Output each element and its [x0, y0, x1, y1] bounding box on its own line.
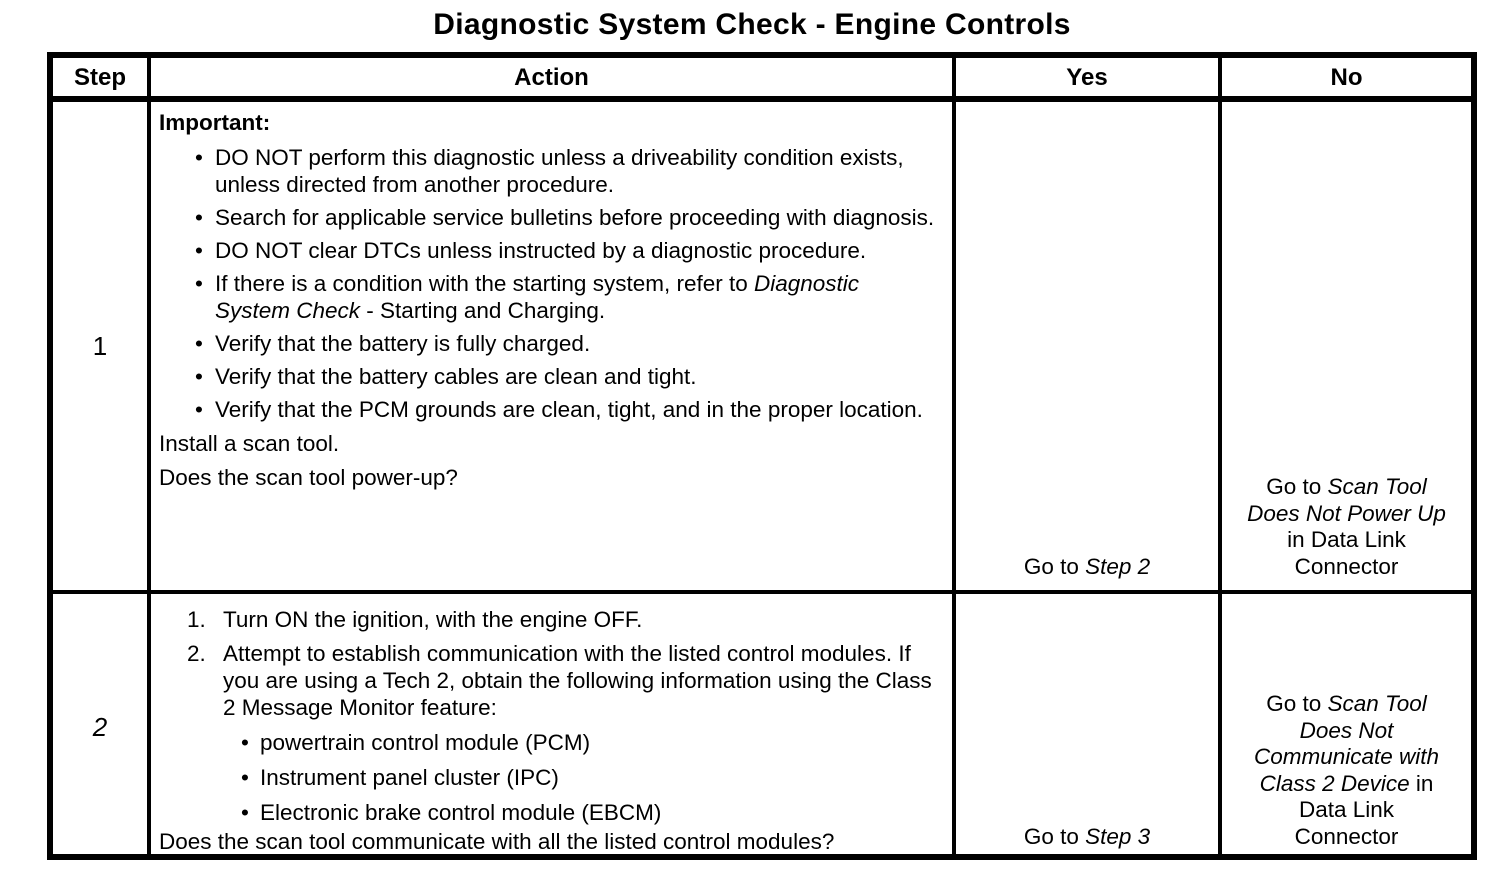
no-line: Communicate with	[1253, 744, 1440, 769]
row1-action-cell: Important: • DO NOT perform this diagnos…	[151, 102, 956, 594]
goto-text: in	[1409, 770, 1434, 796]
no-line: Class 2 Device in	[1227, 771, 1467, 798]
step-number-1: 1	[53, 102, 151, 594]
goto-target: Scan Tool	[1327, 474, 1427, 499]
row1-bullet-list: • DO NOT perform this diagnostic unless …	[159, 138, 936, 423]
bullet-icon: •	[241, 800, 249, 825]
bullet-icon: •	[195, 364, 203, 389]
row2-question: Does the scan tool communicate with all …	[159, 829, 835, 854]
item-number: 2.	[187, 641, 206, 666]
numbered-item: 1. Turn ON the ignition, with the engine…	[159, 606, 936, 633]
no-line: Go to Scan Tool	[1227, 691, 1467, 718]
goto-text: Go to	[1266, 691, 1328, 716]
goto-target: Step 2	[1085, 554, 1151, 579]
numbered-item: 2. Attempt to establish communication wi…	[159, 640, 936, 828]
bullet-text: Verify that the battery cables are clean…	[215, 364, 697, 389]
module-item: • Instrument panel cluster (IPC)	[223, 764, 936, 791]
bullet-text: Verify that the PCM grounds are clean, t…	[215, 397, 923, 422]
bullet-text: Verify that the battery is fully charged…	[215, 331, 591, 356]
page-title: Diagnostic System Check - Engine Control…	[433, 8, 1071, 41]
module-text: Instrument panel cluster (IPC)	[260, 765, 559, 790]
bullet-icon: •	[195, 331, 203, 356]
bullet-icon: •	[195, 145, 203, 170]
bullet-item: • Search for applicable service bulletin…	[159, 204, 936, 231]
no-line: Does Not	[1299, 717, 1394, 743]
bullet-icon: •	[195, 205, 203, 230]
row1-yes-text: Go to Step 2	[1024, 553, 1150, 580]
module-item: • powertrain control module (PCM)	[223, 729, 936, 756]
column-header-yes: Yes	[956, 58, 1222, 102]
goto-target: Step 3	[1085, 824, 1151, 849]
goto-text: Go to	[1266, 474, 1328, 499]
bullet-item: • If there is a condition with the start…	[159, 270, 936, 324]
no-line: Connector	[1294, 823, 1399, 849]
row1-no-text: Go to Scan Tool Does Not Power Up in Dat…	[1227, 474, 1467, 580]
install-scan-tool-line: Install a scan tool.	[159, 431, 340, 456]
no-line: Connector	[1294, 553, 1399, 579]
goto-target: Class 2 Device	[1259, 770, 1410, 796]
no-line: Does Not Power Up	[1247, 500, 1446, 526]
refer-post: - Starting and Charging.	[360, 298, 606, 323]
diagnostic-table: Step Action Yes No 1 Important: • DO NOT…	[47, 52, 1477, 860]
goto-text: Go to	[1023, 824, 1086, 849]
goto-target: Scan Tool	[1327, 691, 1427, 716]
module-list: • powertrain control module (PCM) • Inst…	[223, 729, 936, 826]
no-line: Go to Scan Tool	[1227, 474, 1467, 501]
refer-italic: Diagnostic System Check	[215, 271, 860, 323]
row1-question: Does the scan tool power-up?	[159, 465, 458, 490]
row1-yes-cell: Go to Step 2	[956, 102, 1222, 594]
bullet-icon: •	[195, 238, 203, 263]
important-label: Important:	[159, 110, 271, 135]
no-line: in Data Link	[1287, 527, 1406, 552]
step-number-2: 2	[53, 594, 151, 860]
module-item: • Electronic brake control module (EBCM)	[223, 799, 936, 826]
item-text: Attempt to establish communication with …	[223, 640, 936, 828]
bullet-text: DO NOT perform this diagnostic unless a …	[215, 145, 904, 197]
row2-no-cell: Go to Scan Tool Does Not Communicate wit…	[1222, 594, 1471, 860]
bullet-item: • Verify that the PCM grounds are clean,…	[159, 396, 936, 423]
goto-text: Go to	[1023, 554, 1086, 579]
bullet-item: • Verify that the battery cables are cle…	[159, 363, 936, 390]
row2-no-text: Go to Scan Tool Does Not Communicate wit…	[1227, 691, 1467, 850]
column-header-step: Step	[53, 58, 151, 102]
item-text-body: Attempt to establish communication with …	[223, 641, 932, 720]
column-header-action: Action	[151, 58, 956, 102]
column-header-no: No	[1222, 58, 1471, 102]
bullet-item: • DO NOT perform this diagnostic unless …	[159, 144, 936, 198]
module-text: powertrain control module (PCM)	[260, 730, 591, 755]
item-text: Turn ON the ignition, with the engine OF…	[223, 607, 643, 632]
row2-yes-text: Go to Step 3	[1024, 823, 1150, 850]
item-number: 1.	[187, 607, 206, 632]
bullet-icon: •	[241, 765, 249, 790]
bullet-item: • DO NOT clear DTCs unless instructed by…	[159, 237, 936, 264]
bullet-item: • Verify that the battery is fully charg…	[159, 330, 936, 357]
bullet-text: If there is a condition with the startin…	[215, 270, 936, 324]
row2-action-cell: 1. Turn ON the ignition, with the engine…	[151, 594, 956, 860]
bullet-text: Search for applicable service bulletins …	[215, 205, 935, 230]
bullet-icon: •	[195, 397, 203, 422]
row1-no-cell: Go to Scan Tool Does Not Power Up in Dat…	[1222, 102, 1471, 594]
bullet-icon: •	[241, 730, 249, 755]
refer-pre: If there is a condition with the startin…	[215, 271, 754, 296]
row2-yes-cell: Go to Step 3	[956, 594, 1222, 860]
bullet-icon: •	[195, 271, 203, 296]
no-line: Data Link	[1298, 797, 1395, 822]
module-text: Electronic brake control module (EBCM)	[260, 800, 662, 825]
bullet-text: DO NOT clear DTCs unless instructed by a…	[215, 238, 867, 263]
